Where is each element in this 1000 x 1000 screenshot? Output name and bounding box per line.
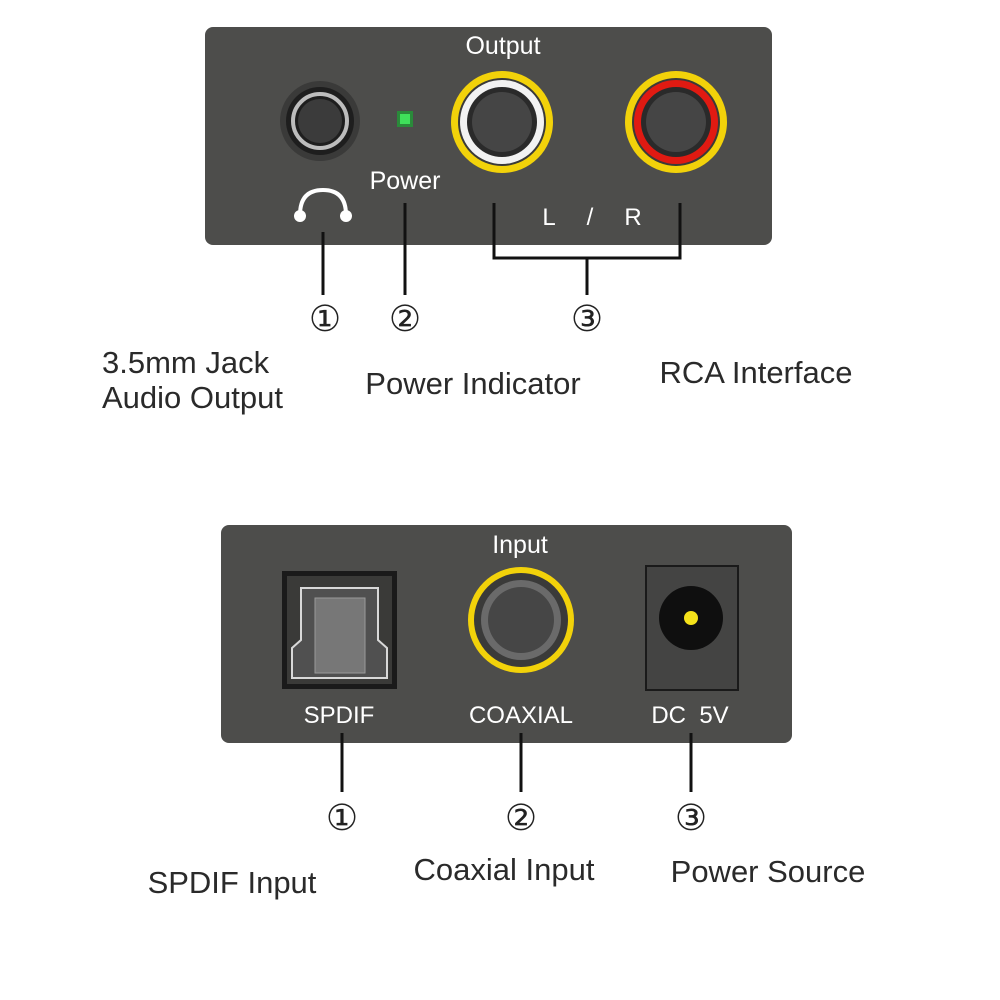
spdif-optical-port xyxy=(282,571,397,689)
output-panel: Output Power xyxy=(205,27,772,245)
callout-number-dc: ③ xyxy=(675,798,707,839)
rca-separator-label: / xyxy=(587,204,594,231)
dc-port-label: DC 5V xyxy=(651,702,728,729)
callout-number-rca: ③ xyxy=(571,299,603,340)
input-panel: Input SPDIF COAXIAL DC 5V xyxy=(221,525,792,743)
caption-headphone-line1: 3.5mm Jack xyxy=(102,345,270,380)
caption-coaxial: Coaxial Input xyxy=(414,852,595,887)
output-leader-lines xyxy=(321,203,682,295)
callout-number-power: ② xyxy=(389,299,421,340)
caption-spdif: SPDIF Input xyxy=(148,865,317,900)
caption-headphone-line2: Audio Output xyxy=(102,380,283,415)
coaxial-port xyxy=(468,567,574,673)
rca-right-label: R xyxy=(624,204,641,231)
coaxial-port-label: COAXIAL xyxy=(469,702,573,729)
headphone-jack-port xyxy=(280,81,360,161)
rca-left-label: L xyxy=(542,204,555,231)
rca-right-red-port xyxy=(625,71,727,173)
dc-power-port xyxy=(645,565,739,691)
input-panel-title: Input xyxy=(492,531,548,559)
rca-left-white-port xyxy=(451,71,553,173)
caption-power-source: Power Source xyxy=(671,854,866,889)
callout-number-headphone: ① xyxy=(309,299,341,340)
power-label: Power xyxy=(370,167,441,195)
callout-number-coaxial: ② xyxy=(505,798,537,839)
output-panel-title: Output xyxy=(465,32,540,60)
power-led xyxy=(397,111,413,127)
caption-power: Power Indicator xyxy=(365,366,580,401)
caption-rca: RCA Interface xyxy=(660,355,853,390)
callout-number-spdif: ① xyxy=(326,798,358,839)
spdif-port-label: SPDIF xyxy=(304,702,375,729)
input-leader-lines xyxy=(340,733,693,792)
headphone-icon xyxy=(294,187,352,222)
